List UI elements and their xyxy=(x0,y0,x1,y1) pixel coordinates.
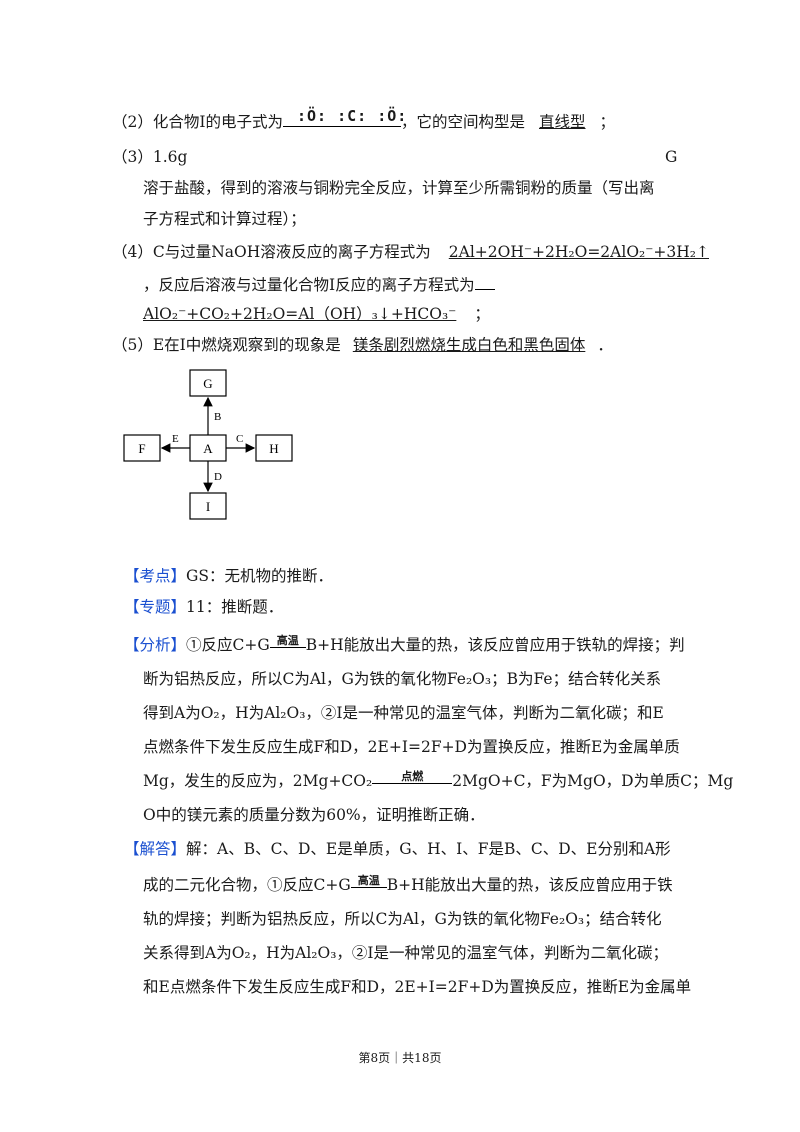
q4-end: ； xyxy=(474,305,490,323)
electron-formula-blank: :Ö: :C: :Ö: xyxy=(283,107,406,127)
zhuanti-tag: 【专题】 xyxy=(124,598,187,616)
q5-line: （5）E在I中燃烧观察到的现象是镁条剧烈燃烧生成白色和黑色固体 ． xyxy=(112,333,613,357)
q5-end: ． xyxy=(597,336,613,354)
fenxi-l5b: 2MgO+C，F为MgO，D为单质C；Mg xyxy=(452,772,734,790)
jieda-l2a: 成的二元化合物，①反应C+G xyxy=(143,876,351,894)
fenxi-line4: 点燃条件下发生反应生成F和D，2E+I=2F+D为置换反应，推断E为金属单质 xyxy=(143,738,680,756)
q4-label: （4）C与过量NaOH溶液反应的离子方程式为 xyxy=(112,243,431,261)
jieda-line2: 成的二元化合物，①反应C+G 高温 B+H能放出大量的热，该反应曾应用于铁 xyxy=(143,873,673,897)
q2-line: （2）化合物I的电子式为 :Ö: :C: :Ö:，它的空间构型是直线型 ； xyxy=(112,107,616,134)
q5-label: （5）E在I中燃烧观察到的现象是 xyxy=(112,336,341,354)
condition-arrow: 高温 xyxy=(269,634,306,648)
edge-e-label: E xyxy=(172,433,179,445)
kaodian-line: 【考点】GS：无机物的推断． xyxy=(124,564,333,588)
jieda-l1: 解：A、B、C、D、E是单质，G、H、I、F是B、C、D、E分别和A形 xyxy=(186,840,671,858)
q4-eq1: 2Al+2OH⁻+2H₂O=2AlO₂⁻+3H₂↑ xyxy=(448,243,709,261)
q2-label: （2）化合物I的电子式为 xyxy=(112,113,283,131)
q3-line1: （3）1.6g xyxy=(112,148,188,166)
jieda-l2b: B+H能放出大量的热，该反应曾应用于铁 xyxy=(386,876,673,894)
zhuanti-text: 11：推断题． xyxy=(186,598,284,616)
node-g xyxy=(189,369,227,397)
cond-gaowen: 高温 xyxy=(276,634,299,647)
page-footer: 第8页｜共18页 xyxy=(358,1051,442,1065)
cond-gaowen: 高温 xyxy=(357,874,380,887)
node-f xyxy=(123,434,161,462)
fenxi-l5a: Mg，发生的反应为，2Mg+CO₂ xyxy=(143,772,373,790)
zhuanti-line: 【专题】11：推断题． xyxy=(124,595,283,619)
electron-formula: :Ö: :C: :Ö: xyxy=(297,107,408,125)
edge-d-label: D xyxy=(214,471,222,483)
fenxi-line6: O中的镁元素的质量分数为60%，证明推断正确． xyxy=(143,806,485,824)
node-h-label: H xyxy=(269,441,278,456)
jieda-line1: 【解答】解：A、B、C、D、E是单质，G、H、I、F是B、C、D、E分别和A形 xyxy=(124,837,671,861)
fenxi-l1b: B+H能放出大量的热，该反应曾应用于铁轨的焊接；判 xyxy=(305,636,685,654)
q3-line2: 溶于盐酸，得到的溶液与铜粉完全反应，计算至少所需铜粉的质量（写出离 xyxy=(143,179,655,197)
node-a-label: A xyxy=(203,441,213,456)
q5-answer: 镁条剧烈燃烧生成白色和黑色固体 xyxy=(352,336,586,354)
q4-line3: AlO₂⁻+CO₂+2H₂O=Al（OH）₃↓+HCO₃⁻ ； xyxy=(143,302,490,326)
fenxi-l1a: ①反应C+G xyxy=(186,636,270,654)
edge-c-label: C xyxy=(236,433,243,445)
fenxi-tag: 【分析】 xyxy=(124,636,187,654)
node-i-label: I xyxy=(206,499,210,514)
q3-line3: 子方程式和计算过程）； xyxy=(143,210,306,228)
q2-end: ； xyxy=(599,113,616,131)
relation-diagram: G A F H I B E C D xyxy=(123,369,293,520)
q4-line2: ，反应后溶液与过量化合物I反应的离子方程式为 xyxy=(143,271,495,297)
fenxi-line2: 断为铝热反应，所以C为Al，G为铁的氧化物Fe₂O₃；B为Fe；结合转化关系 xyxy=(143,670,662,688)
fenxi-line5: Mg，发生的反应为，2Mg+CO₂ 点燃 2MgO+C，F为MgO，D为单质C；Mg xyxy=(143,769,733,793)
q3-line1-right: G xyxy=(665,148,678,166)
node-g-label: G xyxy=(203,376,212,391)
condition-arrow: 点燃 xyxy=(372,770,453,784)
q4-eq2: AlO₂⁻+CO₂+2H₂O=Al（OH）₃↓+HCO₃⁻ xyxy=(143,305,457,323)
fenxi-line3: 得到A为O₂，H为Al₂O₃，②I是一种常见的温室气体，判断为二氧化碳；和E xyxy=(143,704,664,722)
kaodian-text: GS：无机物的推断． xyxy=(186,567,334,585)
kaodian-tag: 【考点】 xyxy=(124,567,187,585)
shape-answer: 直线型 xyxy=(539,113,586,131)
edge-b-label: B xyxy=(214,411,221,423)
condition-arrow: 高温 xyxy=(350,874,387,888)
cond-dianran: 点燃 xyxy=(401,770,424,783)
node-h xyxy=(255,434,293,462)
node-i xyxy=(189,492,227,520)
q2-mid: ，它的空间构型是 xyxy=(401,113,526,131)
q4-blank xyxy=(474,271,495,290)
node-f-label: F xyxy=(138,441,145,456)
q4-line2-text: ，反应后溶液与过量化合物I反应的离子方程式为 xyxy=(143,276,475,294)
jieda-line4: 关系得到A为O₂，H为Al₂O₃，②I是一种常见的温室气体，判断为二氧化碳； xyxy=(143,944,669,962)
jieda-line3: 轨的焊接；判断为铝热反应，所以C为Al，G为铁的氧化物Fe₂O₃；结合转化 xyxy=(143,910,662,928)
jieda-tag: 【解答】 xyxy=(124,840,187,858)
fenxi-line1: 【分析】①反应C+G 高温 B+H能放出大量的热，该反应曾应用于铁轨的焊接；判 xyxy=(124,633,685,657)
q4-line1: （4）C与过量NaOH溶液反应的离子方程式为 2Al+2OH⁻+2H₂O=2AlO… xyxy=(112,240,713,264)
jieda-line5: 和E点燃条件下发生反应生成F和D，2E+I=2F+D为置换反应，推断E为金属单 xyxy=(143,978,692,996)
